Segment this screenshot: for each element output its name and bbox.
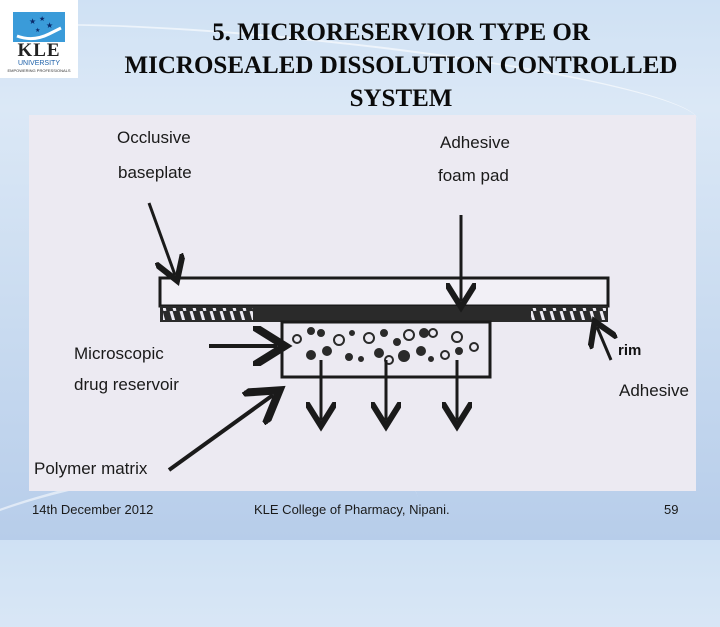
- microscopic-label: Microscopic: [74, 344, 164, 363]
- page-title: 5. MICRORESERVIOR TYPE OR MICROSEALED DI…: [82, 16, 720, 115]
- logo-brand: KLE: [17, 40, 61, 61]
- kle-logo: ★ ★ ★ ★ KLE UNIVERSITY EMPOWERING PROFES…: [0, 0, 78, 78]
- logo-tagline: EMPOWERING PROFESSIONALS: [7, 68, 71, 73]
- foam-pad-label: foam pad: [438, 166, 509, 185]
- footer-date: 14th December 2012: [32, 502, 154, 517]
- title-line: 5. MICRORESERVIOR TYPE OR: [212, 19, 590, 46]
- svg-text:★: ★: [46, 21, 53, 30]
- baseplate-label: baseplate: [118, 163, 192, 182]
- svg-text:★: ★: [39, 15, 45, 23]
- rim-label: rim: [618, 342, 642, 359]
- footer-institution: KLE College of Pharmacy, Nipani.: [254, 502, 450, 517]
- hand-stars-icon: ★ ★ ★ ★: [13, 12, 65, 42]
- title-line: MICROSEALED DISSOLUTION CONTROLLED: [124, 52, 678, 79]
- logo-university: UNIVERSITY: [17, 60, 60, 67]
- polymer-matrix-label: Polymer matrix: [34, 459, 148, 478]
- svg-text:★: ★: [35, 27, 40, 34]
- page-number: 59: [664, 502, 679, 517]
- adhesive-foam-label: Adhesive: [440, 133, 510, 152]
- transdermal-patch-diagram: Occlusive baseplate Adhesive foam pad Mi…: [29, 115, 696, 491]
- occlusive-label: Occlusive: [117, 128, 191, 147]
- drug-reservoir-label: drug reservoir: [74, 375, 179, 394]
- adhesive-rim-label: Adhesive: [619, 381, 689, 400]
- title-line: SYSTEM: [349, 85, 453, 112]
- svg-text:★: ★: [29, 17, 36, 26]
